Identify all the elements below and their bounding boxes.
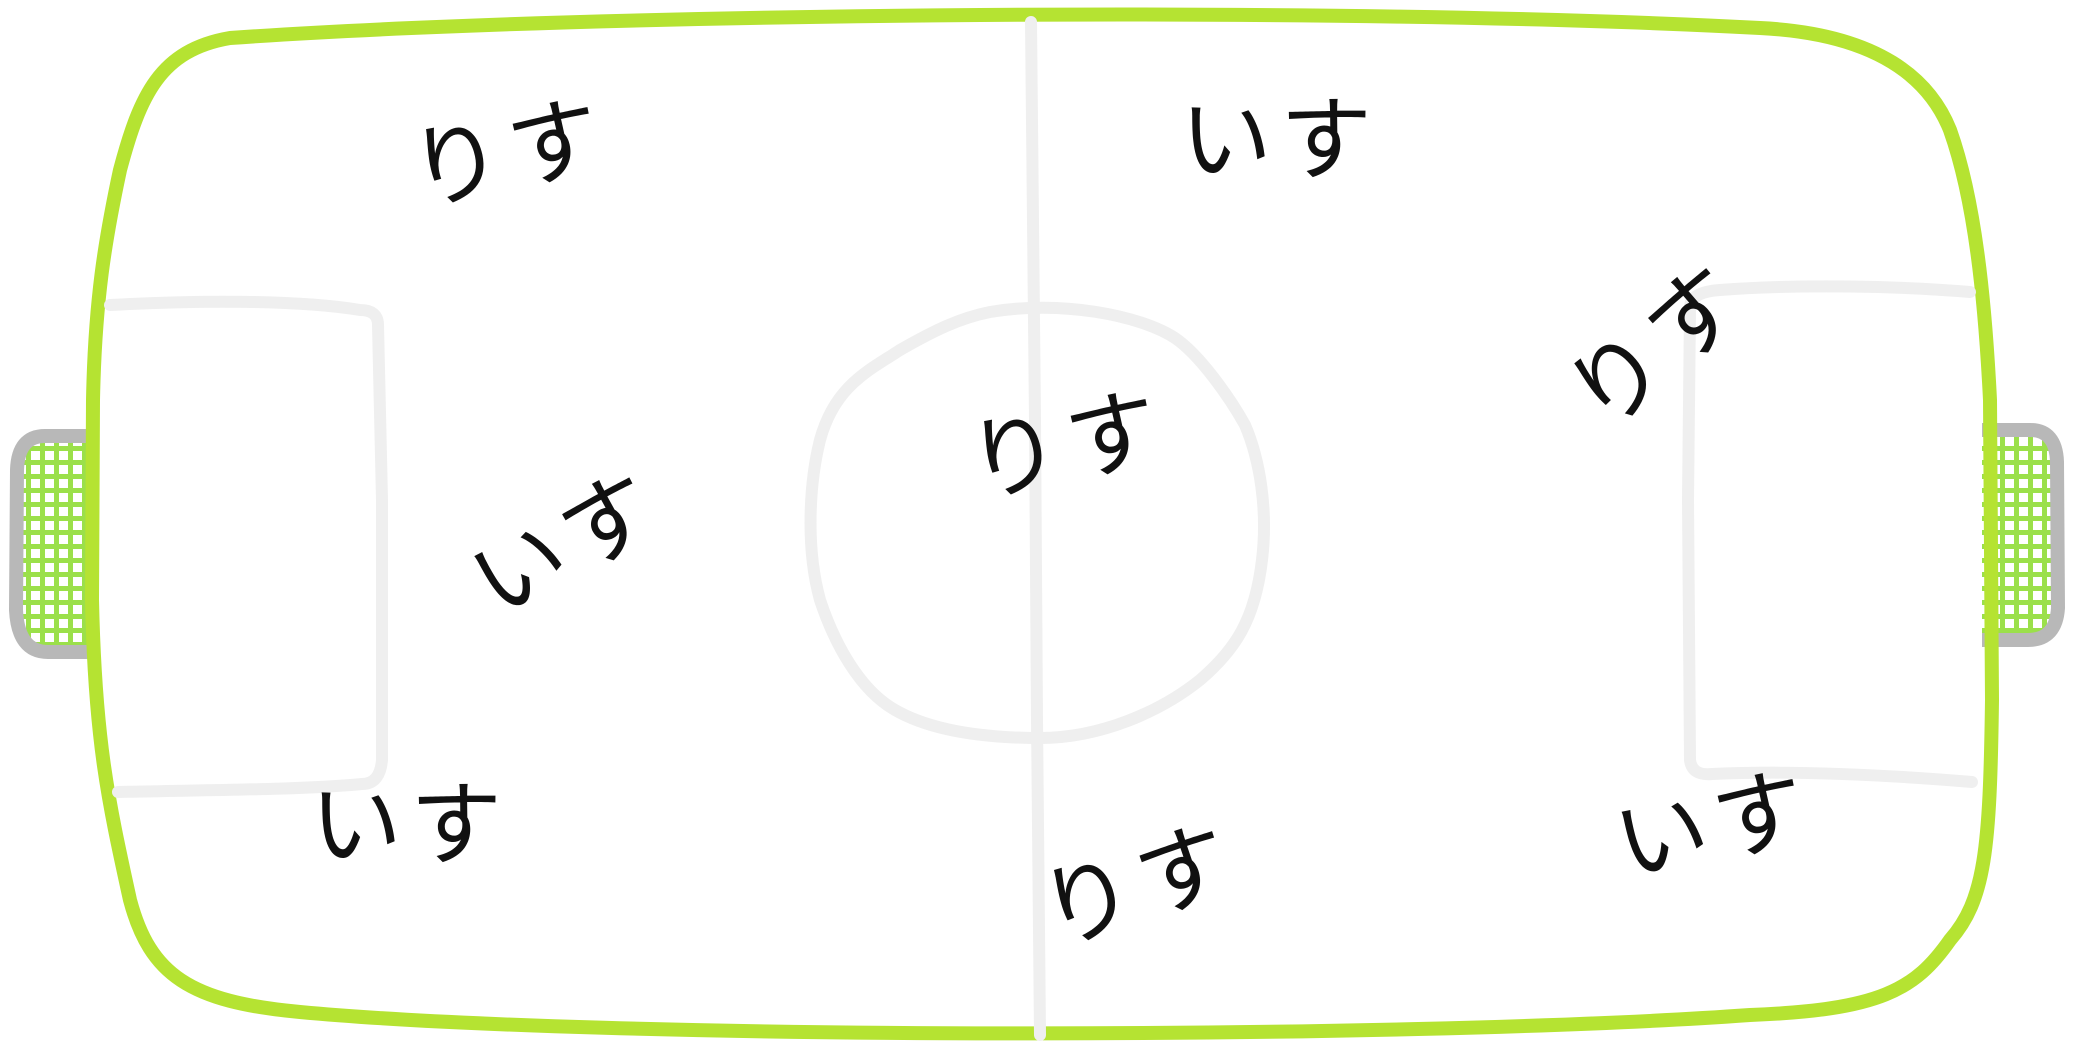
goal-left <box>16 436 92 652</box>
word-bottom-center[interactable]: りす <box>1040 840 1240 932</box>
word-bottom-left[interactable]: いす <box>310 780 510 872</box>
word-bottom-right[interactable]: いす <box>1615 780 1815 872</box>
word-center[interactable]: りす <box>968 400 1168 492</box>
word-top-left[interactable]: りす <box>410 108 610 200</box>
word-right-middle[interactable]: りす <box>1560 300 1760 392</box>
word-top-center-right[interactable]: いす <box>1180 95 1380 187</box>
penalty-box-left <box>110 302 382 792</box>
word-left-middle[interactable]: いす <box>468 498 668 590</box>
